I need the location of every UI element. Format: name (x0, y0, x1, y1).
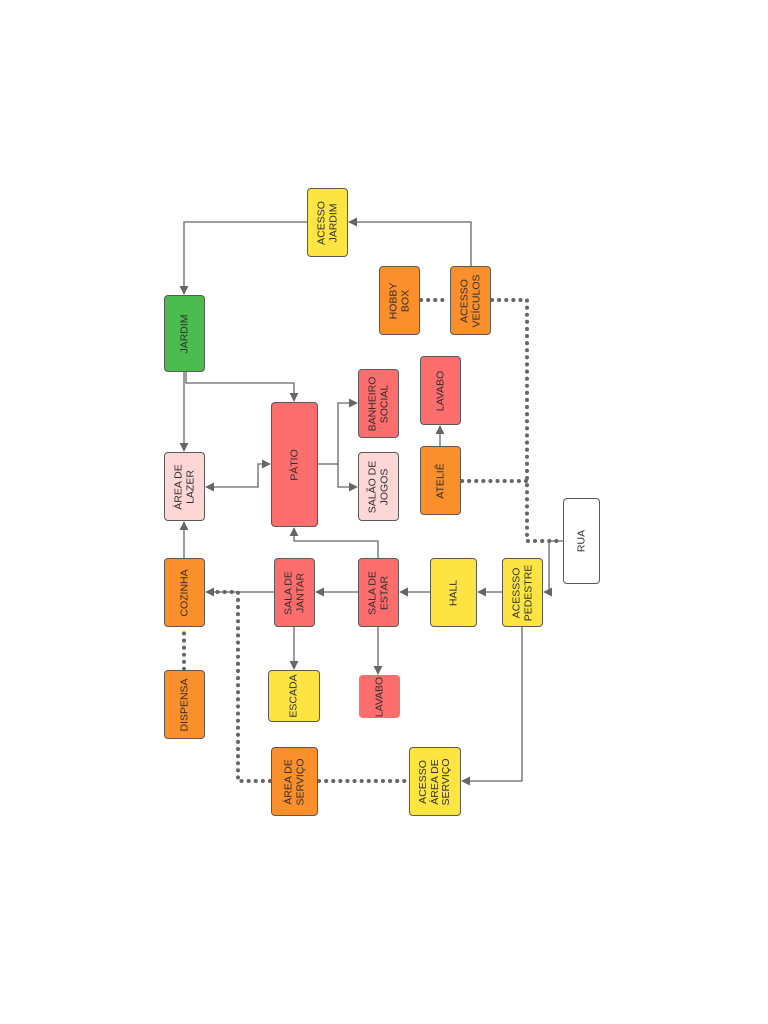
node-label: JARDIM (177, 313, 190, 354)
node-label: ACESSO ÁREA DE SERVIÇO (416, 757, 452, 806)
node-label: ACESSSO PEDESTRE (510, 564, 534, 621)
node-label: DISPENSA (177, 677, 190, 732)
node-acesso-pedestre[interactable]: ACESSSO PEDESTRE (502, 558, 543, 627)
node-hobby-box[interactable]: HOBBY BOX (379, 266, 420, 335)
node-label: LAVABO (433, 370, 446, 411)
node-label: RUA (574, 529, 587, 553)
node-cozinha[interactable]: COZINHA (164, 558, 205, 627)
edge-veiculos-to-acesso-jardim (348, 217, 472, 266)
node-sala-jantar[interactable]: SALA DE JANTAR (274, 558, 315, 627)
node-label: SALA DE ESTAR (366, 570, 390, 615)
node-label: ESCADA (287, 674, 300, 718)
node-label: ÁREA DE LAZER (172, 463, 196, 510)
node-label: ACESSO VEÍCULOS (458, 273, 482, 328)
node-label: HOBBY BOX (387, 282, 411, 319)
node-label: ACESSO JARDIM (315, 200, 339, 245)
edge-patio-to-salao-jogos (337, 464, 358, 492)
node-lavabo-bottom[interactable]: LAVABO (359, 675, 400, 718)
dotted-servico-to-cozinha (205, 590, 272, 783)
node-escada[interactable]: ESCADA (268, 670, 320, 722)
node-dispensa[interactable]: DISPENSA (164, 670, 205, 739)
dotted-veiculos-to-rua (490, 298, 564, 543)
node-label: PÁTIO (287, 448, 300, 481)
node-area-lazer[interactable]: ÁREA DE LAZER (164, 452, 205, 521)
node-label: ATELIÊ (433, 462, 446, 499)
node-acesso-veiculos[interactable]: ACESSO VEÍCULOS (450, 266, 491, 335)
node-label: ÁREA DE SERVIÇO (282, 757, 306, 806)
node-label: HALL (446, 579, 459, 606)
node-rua[interactable]: RUA (563, 498, 600, 584)
node-label: SALÃO DE JOGOS (366, 460, 390, 513)
node-hall[interactable]: HALL (430, 558, 477, 627)
node-area-servico[interactable]: ÁREA DE SERVIÇO (271, 747, 318, 816)
edge-acesso-jardim-to-jardim (179, 221, 307, 295)
edge-rua-to-pedestre (543, 540, 563, 597)
node-lavabo-top[interactable]: LAVABO (420, 356, 461, 425)
node-label: BANHEIRO SOCIAL (366, 376, 390, 431)
node-label: SALA DE JANTAR (282, 570, 306, 615)
node-atelie[interactable]: ATELIÊ (420, 446, 461, 515)
node-salao-jogos[interactable]: SALÃO DE JOGOS (358, 452, 399, 521)
edge-sala-estar-to-patio (289, 527, 379, 558)
node-label: LAVABO (372, 676, 385, 717)
edge-patio-area-lazer (205, 459, 271, 492)
edge-pedestre-to-acesso-servico (461, 627, 523, 786)
node-banheiro-social[interactable]: BANHEIRO SOCIAL (358, 369, 399, 438)
edge-patio-to-banheiro (318, 398, 358, 465)
node-acesso-area-servico[interactable]: ACESSO ÁREA DE SERVIÇO (409, 747, 461, 816)
node-label: COZINHA (177, 568, 190, 617)
node-patio[interactable]: PÁTIO (271, 402, 318, 527)
node-acesso-jardim[interactable]: ACESSO JARDIM (307, 188, 348, 257)
node-sala-estar[interactable]: SALA DE ESTAR (358, 558, 399, 627)
node-jardim[interactable]: JARDIM (164, 295, 205, 372)
edge-jardim-to-patio (185, 372, 299, 402)
